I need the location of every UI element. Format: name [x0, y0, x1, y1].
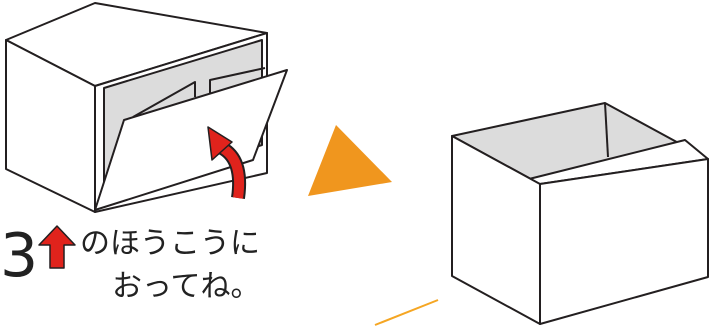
instruction-line-1: のほうこうに	[80, 229, 260, 259]
instruction-line-2: おってね。	[112, 272, 261, 302]
box-right-front-face	[540, 159, 708, 324]
orange-accent-stroke	[375, 300, 438, 325]
red-up-arrow-icon	[39, 226, 75, 268]
step-number: 3	[0, 226, 38, 286]
orange-triangle-icon	[308, 125, 392, 196]
box-after-fold	[452, 103, 708, 324]
